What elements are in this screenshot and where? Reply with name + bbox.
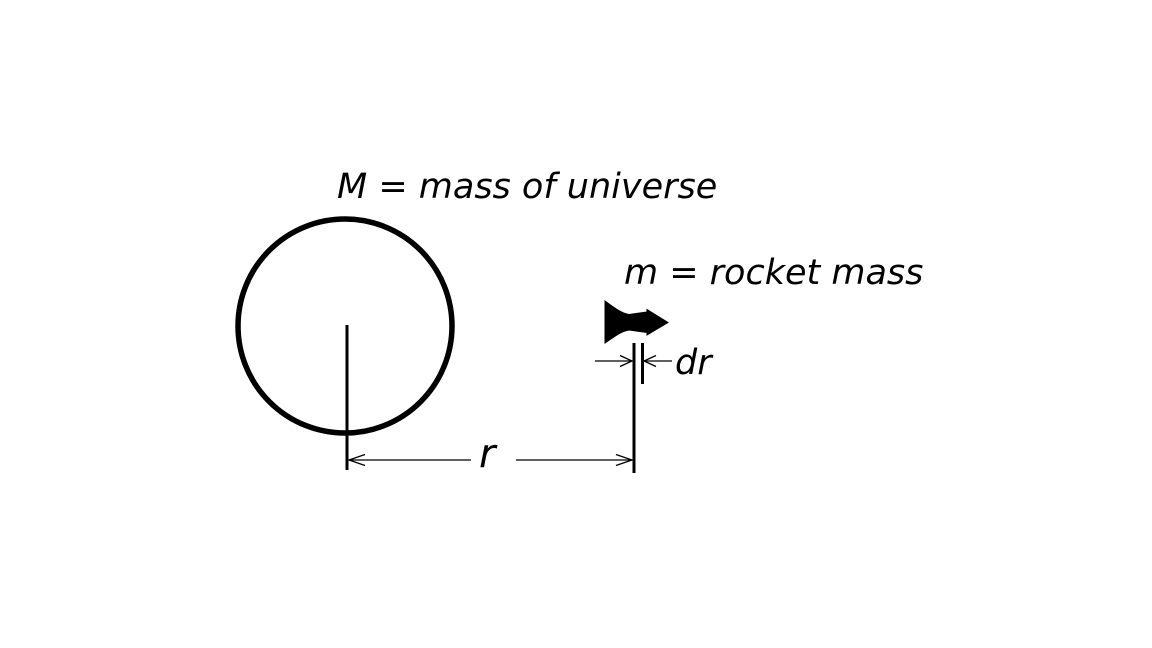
r-dimension-arrow — [347, 453, 634, 467]
rocket-icon — [604, 300, 669, 344]
dr-leader-arrows — [595, 354, 672, 368]
rocket-mass-label: m = rocket mass — [624, 253, 924, 293]
radius-differential-label: dr — [675, 343, 712, 383]
universe-mass-label: M = mass of universe — [337, 167, 718, 207]
radius-label: r — [479, 431, 496, 477]
universe-circle — [235, 216, 455, 436]
